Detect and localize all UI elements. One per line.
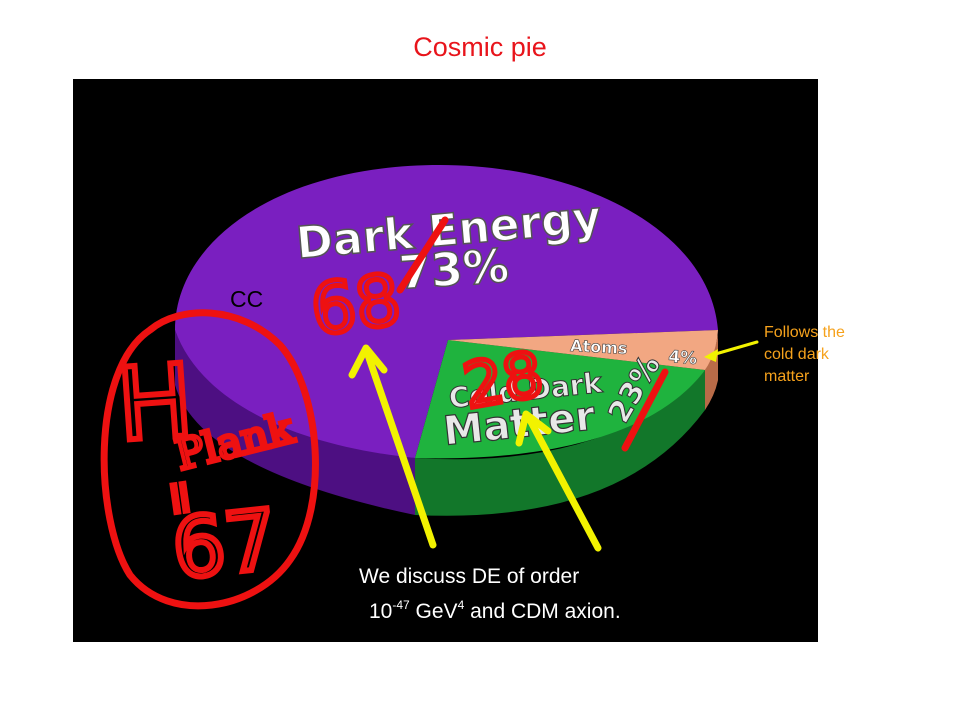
pie-side-dark-energy [175,330,415,515]
yellow-arrow-icon [515,410,602,552]
pie-side-dark-matter [415,370,705,516]
slide-title: Cosmic pie [413,32,547,62]
yellow-arrow-icon [348,344,437,549]
handwritten-67: 67 [168,493,282,598]
cc-label: CC [230,286,264,312]
side-note-line: cold dark [764,346,829,363]
side-note-line: Follows the [764,324,845,341]
caption-unit-exponent: 4 [457,598,465,612]
caption-tail: and CDM axion. [464,600,621,623]
handwritten-h: H [114,342,197,464]
caption-base: 10 [369,600,393,623]
pie-slice-atoms [448,330,718,370]
caption-line-2: 10-47 GeV4 and CDM axion. [359,591,621,626]
handwritten-68: 68 [306,258,406,352]
slice-value-atoms: 4% [668,347,698,369]
caption-line-1: We discuss DE of order [359,565,580,588]
strike-mark-dark-matter [621,368,669,452]
strike-mark-dark-energy [396,216,449,294]
pie-slice-dark-energy [175,165,718,458]
yellow-arrow-icon [704,340,759,362]
slice-label-atoms: Atoms [570,336,628,358]
caption-unit: GeV [409,600,458,623]
caption: We discuss DE of order 10-47 GeV4 and CD… [359,562,621,626]
handwritten-circle [100,309,319,610]
handwritten-28: 28 [458,337,548,423]
caption-exponent: -47 [392,598,410,612]
pie-slice-dark-matter [415,340,705,459]
side-note: Follows the cold dark matter [764,322,914,388]
side-note-line: matter [764,368,810,385]
